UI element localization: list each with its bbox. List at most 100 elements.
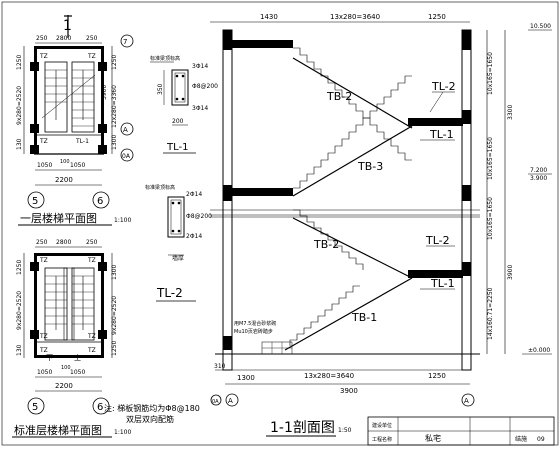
plan-title: 标准层楼梯平面图 <box>14 423 102 437</box>
detail-name: TL-2 <box>156 286 183 300</box>
ground-floor-plan: 1 250 2800 250 <box>16 15 134 226</box>
stair-steps <box>293 75 412 189</box>
elevation: ±0.000 <box>528 347 550 354</box>
dim-text: 250 <box>86 239 98 246</box>
axis-bubble <box>27 191 45 209</box>
tz-label: TZ <box>39 333 48 340</box>
stair-slab <box>292 57 413 129</box>
sheet-type: 结施 <box>515 435 527 443</box>
rebar-top: 3Φ14 <box>192 63 208 70</box>
dim-text: 14x160.71=2250 <box>487 287 494 340</box>
down-label: 下 <box>46 354 53 362</box>
tz-label: TZ <box>39 347 48 354</box>
tz-label: TZ <box>39 257 48 264</box>
axis-label: 6 <box>97 196 103 207</box>
column <box>98 330 107 339</box>
rebar-bottom: 2Φ14 <box>186 233 202 240</box>
dim-text: 250 <box>36 239 48 246</box>
base-note: 用M7.5混合砂浆砌 <box>234 320 276 327</box>
beam-label: TL-1 <box>430 277 455 290</box>
rebar-bottom: 3Φ14 <box>192 105 208 112</box>
dim-text: 1250 <box>428 13 446 21</box>
dim-text: 1250 <box>16 260 23 275</box>
detail-name: TL-1 <box>166 142 188 153</box>
dim-text: 10x165=1650 <box>487 52 494 95</box>
dim-text: 3300 <box>507 105 514 120</box>
axis-bubble <box>120 34 134 48</box>
axis-label: 0A <box>122 153 131 160</box>
column <box>98 62 107 71</box>
dim-text: 1050 <box>37 369 52 376</box>
axis-label: A <box>228 397 233 405</box>
beam-label: TL-2 <box>425 234 450 247</box>
handrail <box>63 267 75 341</box>
dim-text: 350 <box>157 83 164 95</box>
note-line-1: 注: 梯板钢筋均为Φ8@180 <box>104 403 200 413</box>
dim-text: 1430 <box>260 13 278 21</box>
tz-label: TZ <box>87 257 96 264</box>
wall <box>34 46 104 49</box>
dim-text: 1250 <box>111 341 118 356</box>
landing <box>408 270 463 278</box>
base-note: Mu10页岩砖踏步 <box>234 328 273 335</box>
dim-text: 1250 <box>111 55 118 70</box>
wall <box>101 46 104 150</box>
dim-text: 100 <box>60 159 70 165</box>
slab-label: TB-3 <box>357 160 383 173</box>
dim-text: 1050 <box>37 162 52 169</box>
beam-label: TL-2 <box>431 80 456 93</box>
column <box>98 262 107 271</box>
dim-text: 12x280=3360 <box>111 85 118 128</box>
dim-text: 250 <box>36 35 48 42</box>
dim-text: 10x165=1650 <box>487 197 494 240</box>
dim-text: 1300 <box>237 374 255 382</box>
column <box>30 62 39 71</box>
detail-note: 标准梁顶标高 <box>145 184 175 191</box>
slab-label: TB-1 <box>351 311 377 324</box>
dim-text: 310 <box>214 363 226 370</box>
axis-bubble <box>120 148 134 162</box>
sheet-number: 09 <box>537 436 545 443</box>
slab-label: TB-2 <box>313 238 339 251</box>
axis-bubble <box>120 122 134 136</box>
elevation: 10.500 <box>530 23 551 30</box>
title-block: 建设单位 工程名称 私宅 结施 09 <box>367 416 555 446</box>
dim-text: 9x280=2520 <box>16 291 23 330</box>
dim-text: 200 <box>172 118 184 125</box>
column <box>30 124 39 133</box>
axis-label: 5 <box>32 402 38 413</box>
axis-label: 0A <box>212 399 219 405</box>
column <box>30 145 39 154</box>
rebar-top: 2Φ14 <box>186 191 202 198</box>
dim-text: 2200 <box>55 176 73 184</box>
tz-label: TZ <box>39 138 48 145</box>
axis-bubble <box>92 191 110 209</box>
dim-text: 2800 <box>56 239 71 246</box>
rebar-stirrup: Φ8@200 <box>192 83 218 90</box>
column <box>98 124 107 133</box>
dim-text: 9x280=2520 <box>16 86 23 125</box>
detail-note: 标准梁顶标高 <box>150 55 180 62</box>
dim-text: 250 <box>86 35 98 42</box>
section-title: 1-1剖面图 <box>270 420 335 436</box>
plan-scale: 1:100 <box>114 429 131 436</box>
elevation: 7.200 <box>530 167 547 174</box>
axis-label: 7 <box>123 38 127 46</box>
tz-label: TZ <box>87 53 96 60</box>
wall <box>34 46 37 150</box>
tz-label: TZ <box>39 53 48 60</box>
drawing-frame <box>1 1 559 446</box>
stair-slab <box>292 125 413 197</box>
project-name: 私宅 <box>425 433 441 443</box>
tl2-detail: 标准梁顶标高 2Φ14 Φ8@200 2Φ14 墙厚 TL-2 <box>145 184 212 302</box>
break-line <box>41 74 96 119</box>
dim-text: 100 <box>61 365 71 371</box>
rebar-stirrup: Φ8@200 <box>186 213 212 220</box>
beam-label: TL-1 <box>429 128 454 141</box>
stair-flight <box>71 61 95 133</box>
dim-text: 1050 <box>70 369 85 376</box>
dim-text: 2200 <box>55 382 73 390</box>
tl1-detail: 标准梁顶标高 3Φ14 Φ8@200 3Φ14 350 200 TL-1 <box>150 55 218 154</box>
dim-text: 13x280=3640 <box>304 372 354 380</box>
